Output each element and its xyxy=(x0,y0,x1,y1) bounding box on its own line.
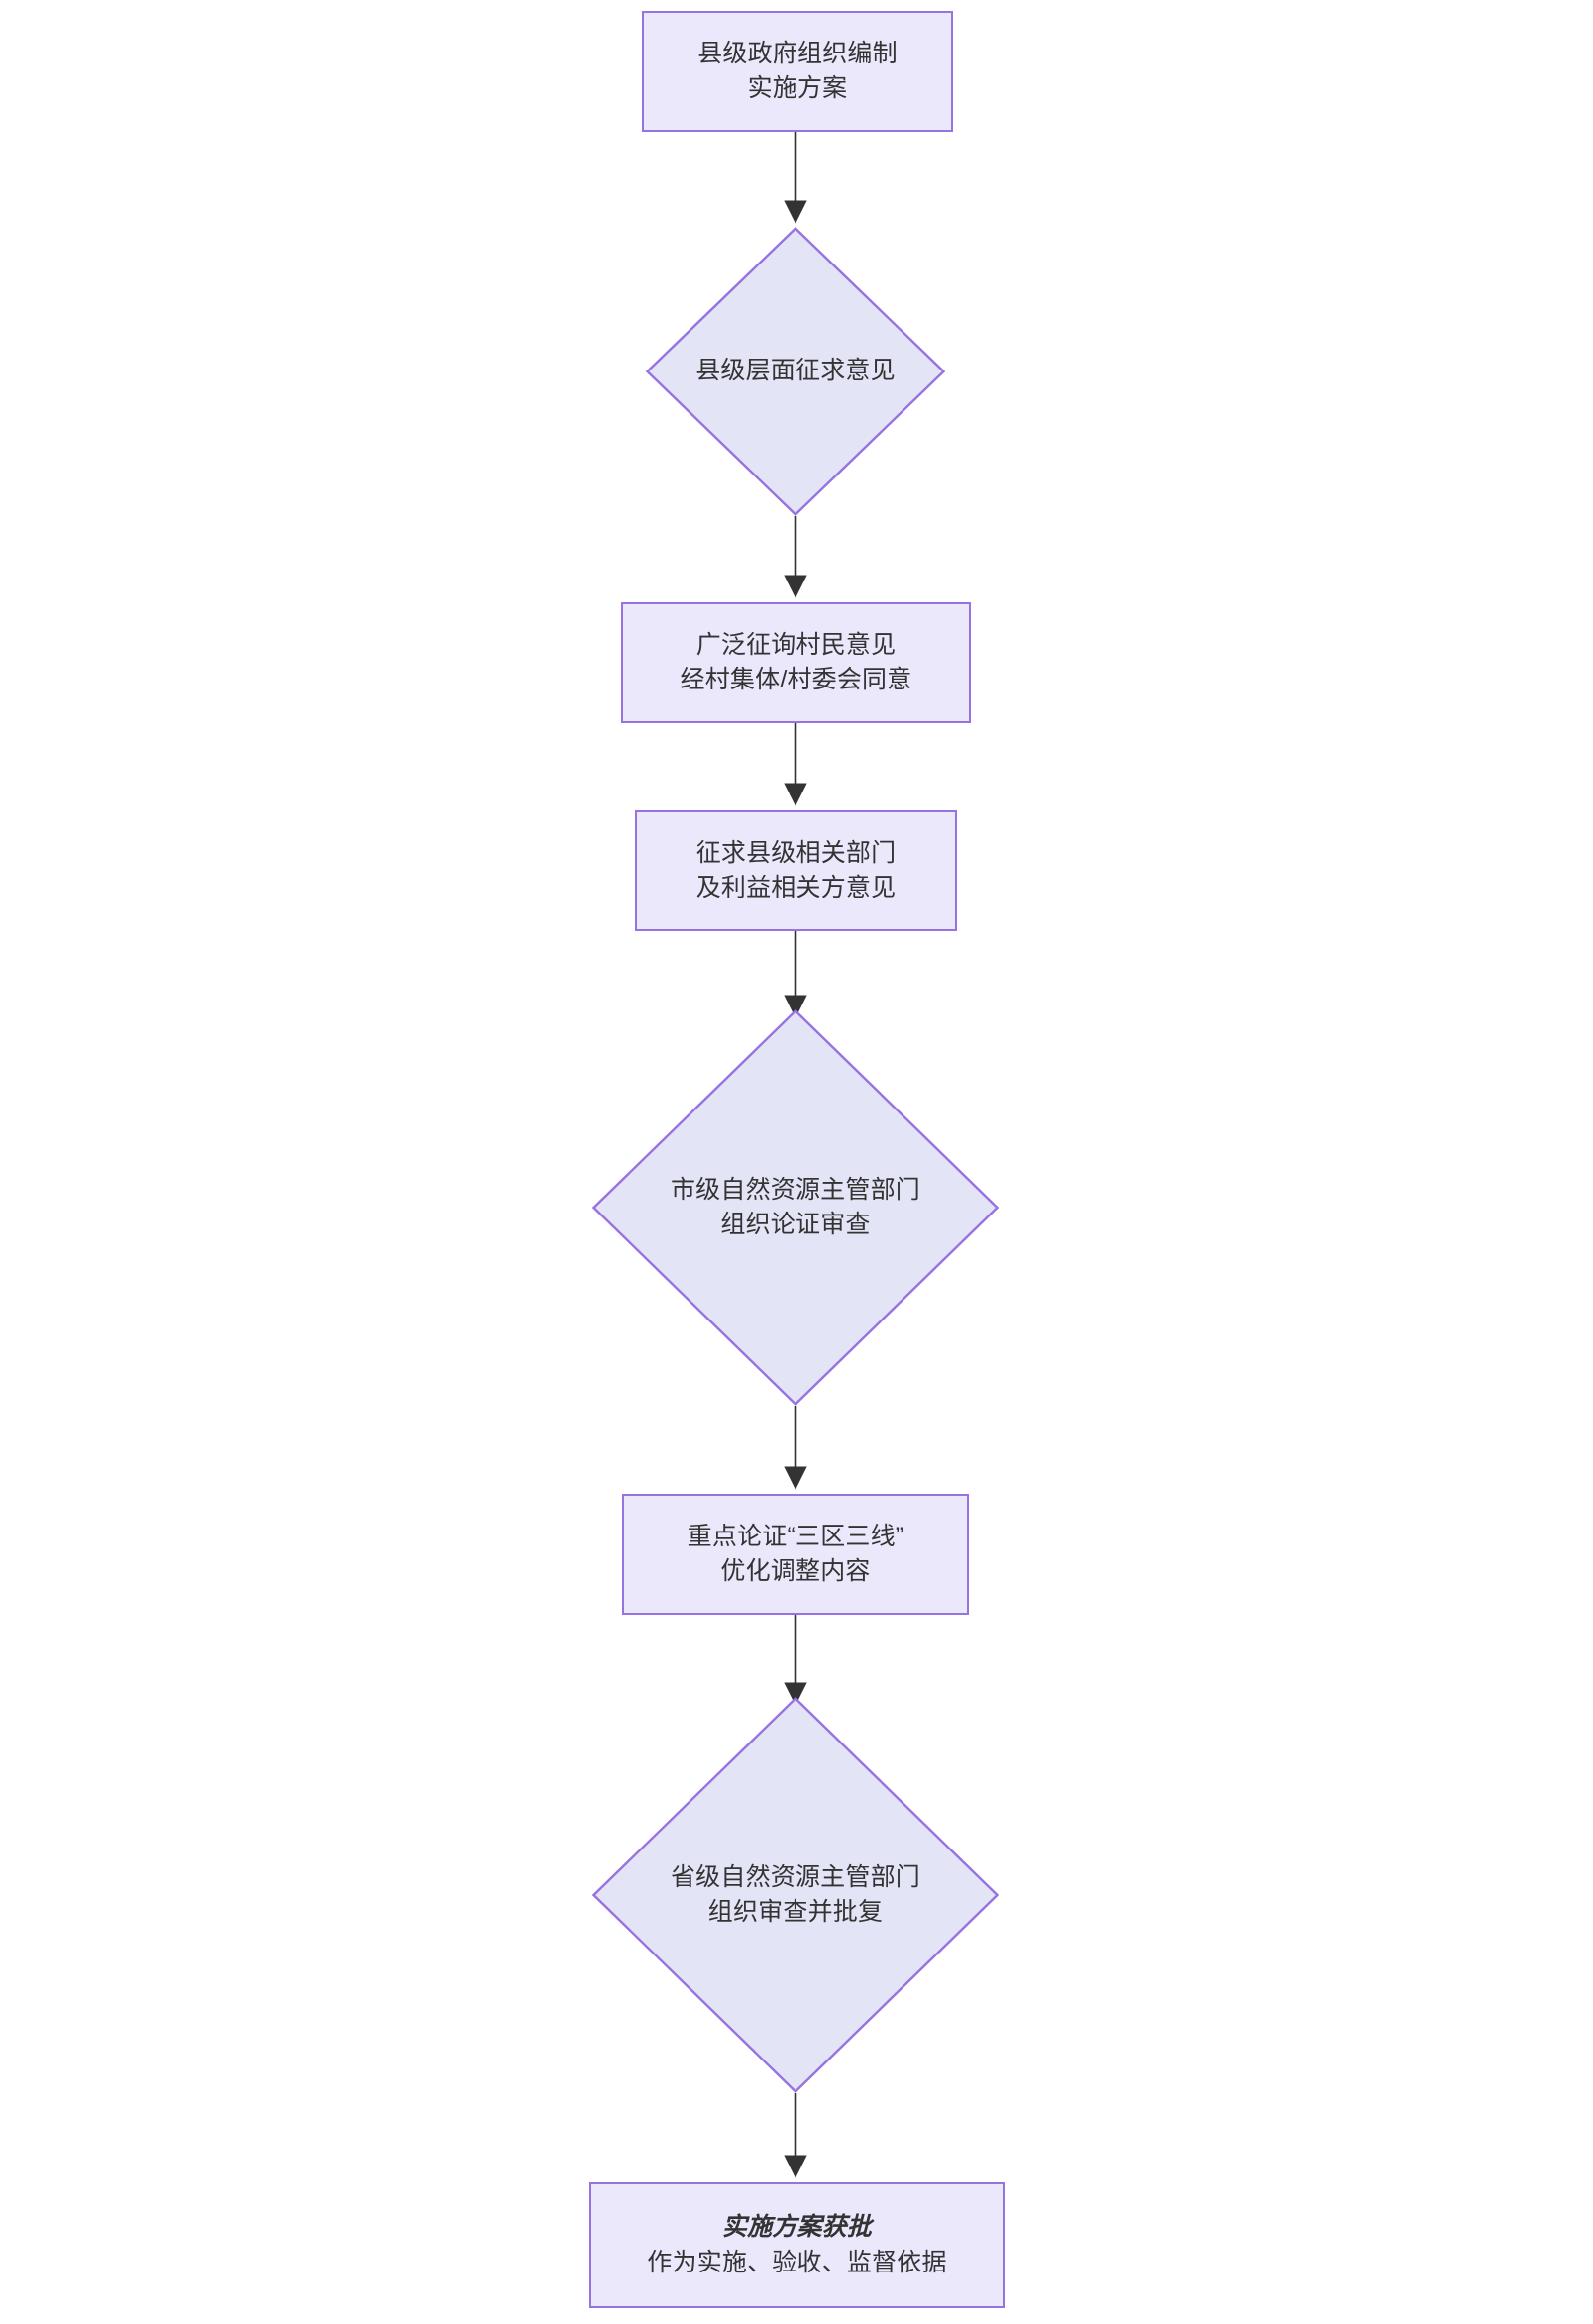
flow-node-three-zones-three-lines-adjustment[interactable]: 重点论证“三区三线” 优化调整内容 xyxy=(622,1494,969,1615)
flow-node-label: 广泛征询村民意见 经村集体/村委会同意 xyxy=(680,630,912,694)
flow-node-label: 征求县级相关部门 及利益相关方意见 xyxy=(695,838,897,902)
flow-node-label: 县级层面征求意见 xyxy=(695,357,896,385)
flow-node-county-government-prepares-plan[interactable]: 县级政府组织编制 实施方案 xyxy=(642,11,953,132)
flow-node-label: 市级自然资源主管部门 组织论证审查 xyxy=(670,1175,920,1239)
flow-node-county-departments-stakeholders-opinions[interactable]: 征求县级相关部门 及利益相关方意见 xyxy=(635,810,957,931)
flow-node-provincial-natural-resources-approval[interactable]: 省级自然资源主管部门 组织审查并批复 xyxy=(592,1697,999,2093)
flow-node-label: 重点论证“三区三线” 优化调整内容 xyxy=(687,1522,904,1586)
flow-node-label: 县级政府组织编制 实施方案 xyxy=(697,39,898,103)
diamond-shape xyxy=(646,227,945,516)
diamond-shape xyxy=(592,1009,999,1406)
flow-node-county-level-consultation[interactable]: 县级层面征求意见 xyxy=(646,227,945,516)
flow-node-plan-approved-basis-for-implementation[interactable]: 实施方案获批 作为实施、验收、监督依据 xyxy=(589,2182,1005,2308)
flow-node-villager-consultation-collective-consent[interactable]: 广泛征询村民意见 经村集体/村委会同意 xyxy=(621,602,971,723)
flow-node-label: 省级自然资源主管部门 组织审查并批复 xyxy=(670,1862,920,1927)
diamond-shape xyxy=(592,1697,999,2093)
flow-node-label: 实施方案获批 作为实施、验收、监督依据 xyxy=(647,2213,947,2276)
flow-node-municipal-natural-resources-review[interactable]: 市级自然资源主管部门 组织论证审查 xyxy=(592,1009,999,1406)
